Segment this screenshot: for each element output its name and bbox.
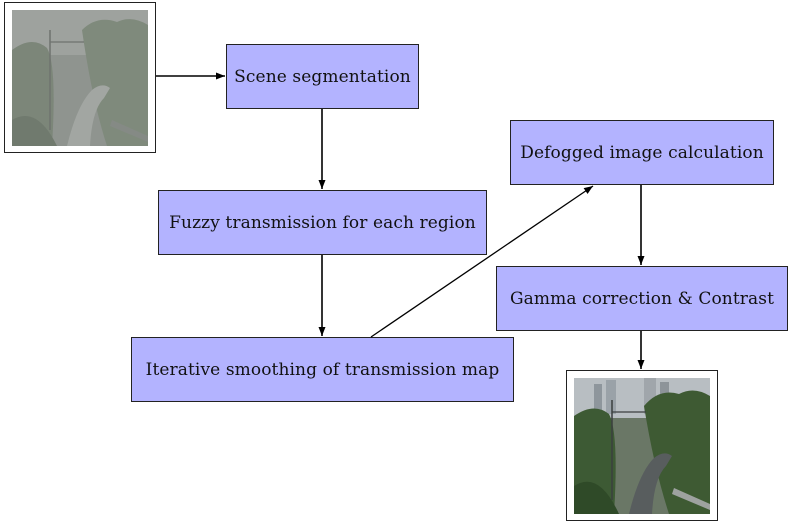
defogged-calculation-label: Defogged image calculation	[520, 142, 764, 163]
iterative-smoothing-label: Iterative smoothing of transmission map	[145, 359, 500, 380]
iterative-smoothing-box: Iterative smoothing of transmission map	[131, 337, 514, 402]
defogged-calculation-box: Defogged image calculation	[510, 120, 774, 185]
scene-segmentation-box: Scene segmentation	[226, 44, 419, 109]
gamma-correction-label: Gamma correction & Contrast	[509, 288, 775, 309]
fuzzy-transmission-box: Fuzzy transmission for each region	[158, 190, 487, 255]
defogged-road-image	[574, 378, 710, 514]
output-image-frame	[566, 370, 718, 521]
scene-segmentation-label: Scene segmentation	[234, 66, 411, 87]
fuzzy-transmission-label: Fuzzy transmission for each region	[169, 212, 476, 233]
input-image-frame	[4, 2, 156, 153]
gamma-correction-box: Gamma correction & Contrast	[496, 266, 788, 331]
foggy-road-image	[12, 10, 148, 146]
